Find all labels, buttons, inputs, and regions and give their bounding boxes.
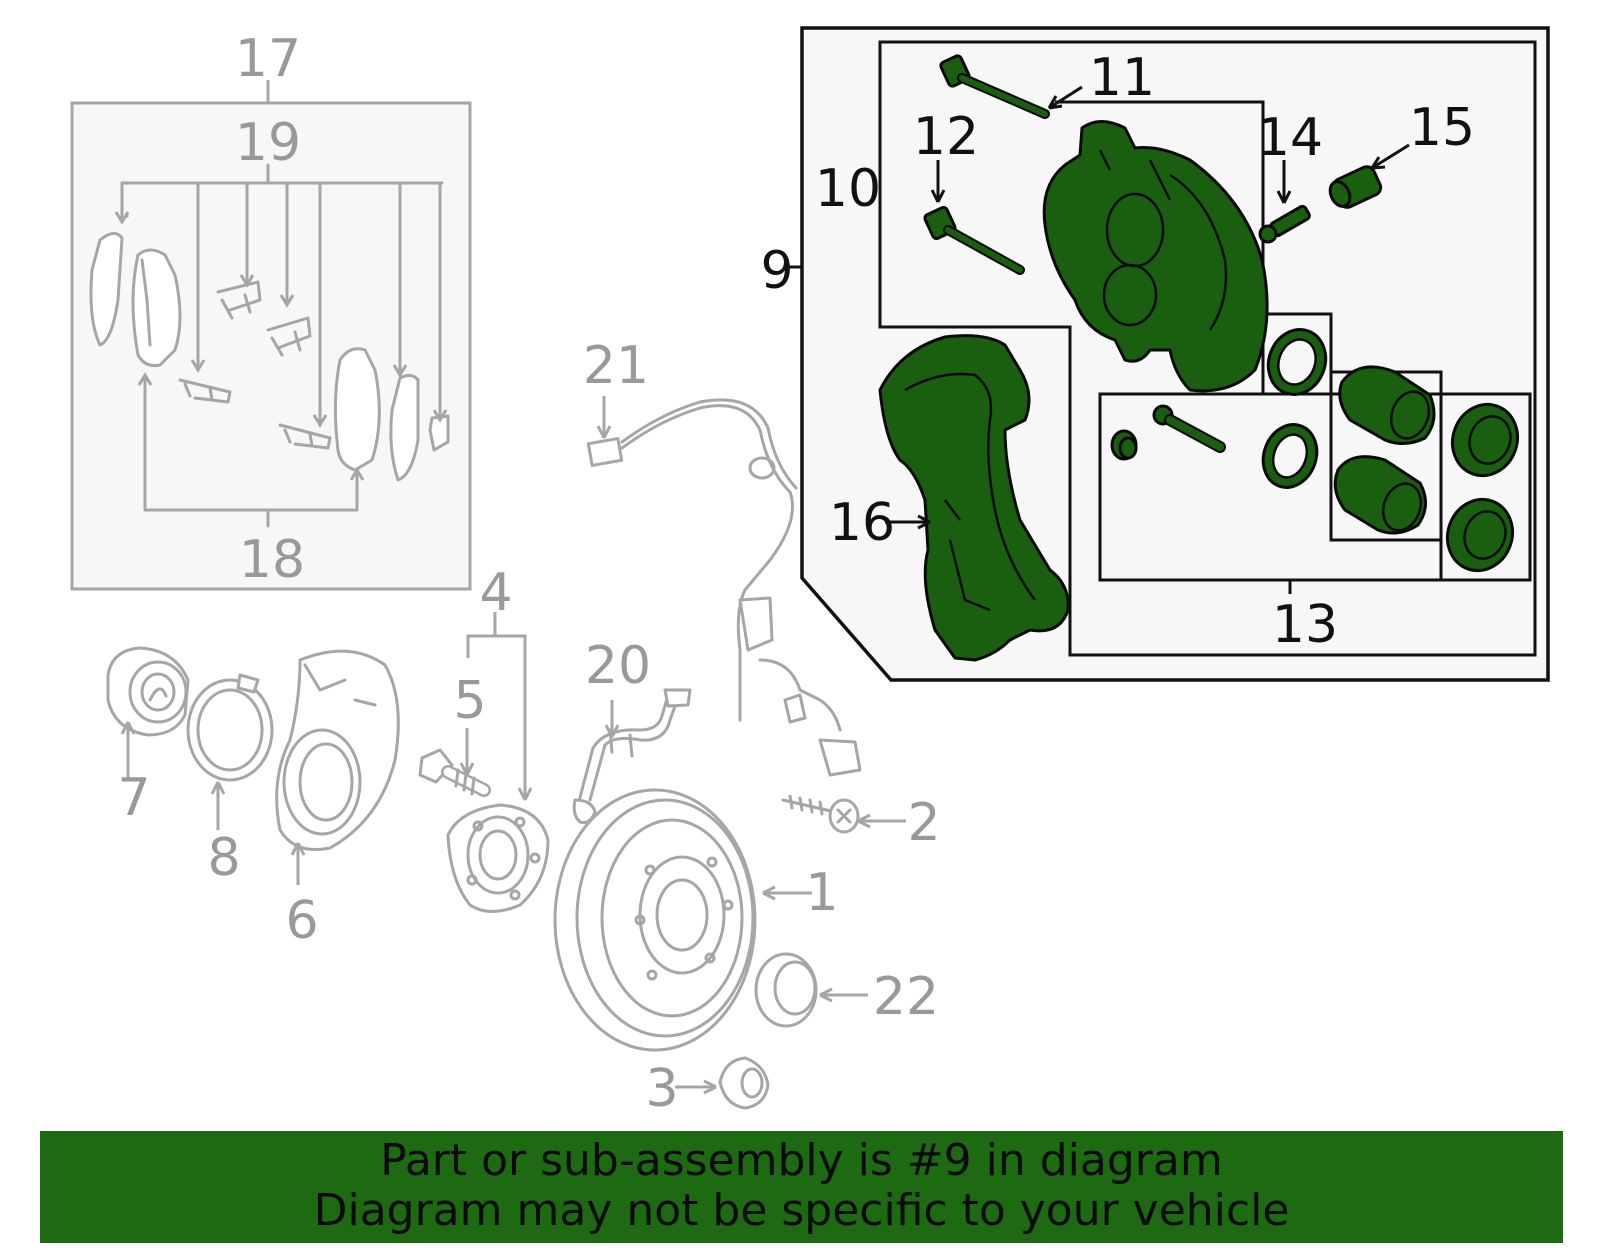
callout-18: 18 (239, 530, 305, 590)
wheel-bearing-7 (106, 646, 190, 737)
guide-pin-bolt-11 (939, 54, 1050, 119)
dust-boot-lower (1446, 497, 1514, 573)
pad-kit-box (70, 101, 472, 591)
guide-pin (1152, 404, 1226, 453)
shim-left (89, 232, 124, 347)
brake-hose-20 (572, 688, 692, 824)
bleeder-cap-15 (1328, 165, 1383, 209)
brake-pad-outer (333, 347, 381, 472)
callout-14: 14 (1257, 108, 1323, 168)
dust-boot-upper (1451, 402, 1519, 478)
wheel-hub-4 (446, 803, 550, 913)
callout-22: 22 (873, 967, 939, 1027)
callout-5: 5 (453, 671, 486, 731)
snap-ring-8 (186, 673, 274, 782)
clip-2 (266, 316, 312, 357)
pad-kit-group (70, 80, 472, 591)
callout-7: 7 (117, 768, 150, 828)
seal-kit-parts (1110, 328, 1519, 573)
pad-arrows (114, 211, 448, 481)
callout-19: 19 (235, 113, 301, 173)
piston-upper (1338, 365, 1436, 445)
abs-sensor-21 (586, 398, 862, 777)
clip-3 (178, 378, 232, 404)
caliper-assembly-group (786, 26, 1550, 682)
callout-1: 1 (805, 863, 838, 923)
callout-15: 15 (1409, 98, 1475, 158)
hardware-parts (106, 398, 862, 1110)
piston-lower (1333, 455, 1427, 535)
hub-nut-3 (718, 1056, 770, 1110)
guide-pin-boot (1110, 429, 1138, 461)
bleeder-screw-14 (1258, 204, 1311, 244)
piston-seal-lower (1261, 423, 1319, 489)
callout-9: 9 (760, 241, 793, 301)
callout-12: 12 (913, 107, 979, 167)
callout-11: 11 (1089, 48, 1155, 108)
banner-line-2: Diagram may not be specific to your vehi… (313, 1185, 1290, 1236)
callout-10: 10 (815, 159, 881, 219)
callout-8: 8 (207, 828, 240, 888)
assembly-notice-banner: Part or sub-assembly is #9 in diagram Di… (40, 1131, 1563, 1243)
clip-1 (216, 280, 262, 320)
shim-right (389, 373, 420, 482)
brake-rotor-1 (553, 788, 757, 1052)
callout-4: 4 (479, 563, 512, 623)
callout-6: 6 (285, 891, 318, 951)
guide-pin-bolt-12 (923, 205, 1025, 275)
assembly-arrows (885, 85, 1410, 530)
hub-bolt-5 (418, 748, 491, 797)
piston-seal-upper (1266, 328, 1328, 396)
callout-17: 17 (235, 29, 301, 89)
banner-line-1: Part or sub-assembly is #9 in diagram (380, 1135, 1223, 1186)
callout-21: 21 (583, 336, 649, 396)
dust-shield-6 (275, 649, 400, 851)
callout-16: 16 (829, 493, 895, 553)
wear-indicator (428, 414, 450, 452)
callout-3: 3 (645, 1059, 678, 1119)
caliper-10-box (878, 40, 1537, 657)
clip-4 (278, 423, 332, 450)
caliper-body (1042, 120, 1269, 393)
caliper-bracket-16 (878, 334, 1070, 662)
callout-20: 20 (585, 636, 651, 696)
grey-arrows (120, 213, 906, 1095)
callout-2: 2 (907, 793, 940, 853)
rotor-screw-2 (781, 794, 860, 834)
callout-13: 13 (1272, 595, 1338, 655)
hub-cap-22 (754, 952, 818, 1028)
